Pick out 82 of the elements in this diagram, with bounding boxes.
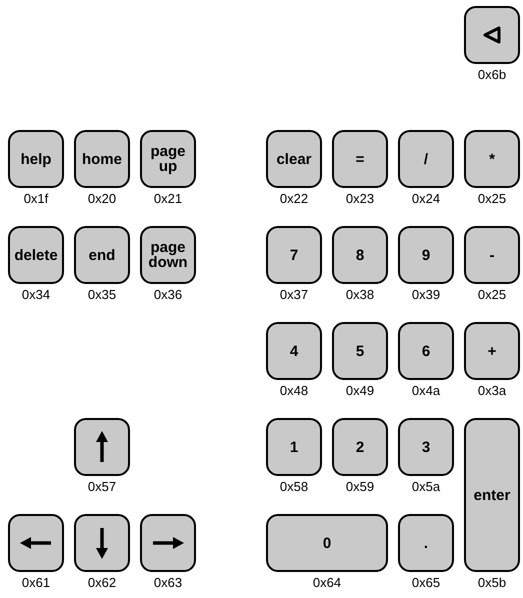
key	[398, 322, 454, 380]
key	[74, 514, 130, 572]
key	[8, 514, 64, 572]
key-code: 0x62	[86, 575, 118, 591]
key-code: 0x57	[86, 479, 118, 495]
key-code: 0x25	[476, 287, 508, 303]
key	[464, 130, 520, 188]
key	[266, 418, 322, 476]
key-label: end	[88, 248, 116, 262]
key	[8, 130, 64, 188]
key	[266, 322, 322, 380]
key	[8, 226, 64, 284]
key-label: delete	[13, 248, 59, 262]
key-label: 5	[354, 344, 366, 358]
key	[464, 418, 520, 572]
key-label: page up	[149, 144, 186, 174]
key-code: 0x23	[344, 191, 376, 207]
key-label: =	[354, 152, 366, 166]
key-label: 8	[354, 248, 366, 262]
key-code: 0x48	[278, 383, 310, 399]
key	[140, 226, 196, 284]
key	[266, 514, 388, 572]
key-label: 3	[420, 440, 432, 454]
key	[398, 226, 454, 284]
key-code: 0x58	[278, 479, 310, 495]
key	[464, 6, 520, 64]
key	[140, 514, 196, 572]
key-code: 0x25	[476, 191, 508, 207]
key-code: 0x22	[278, 191, 310, 207]
key-label: 2	[354, 440, 366, 454]
key-label: +	[486, 344, 498, 358]
key-code: 0x49	[344, 383, 376, 399]
key-label: clear	[275, 152, 313, 166]
key-code: 0x36	[152, 287, 184, 303]
key	[398, 514, 454, 572]
key	[398, 130, 454, 188]
key	[332, 130, 388, 188]
key	[140, 130, 196, 188]
key-label: -	[488, 248, 496, 262]
key-label: home	[80, 152, 123, 166]
key-label: 1	[288, 440, 300, 454]
key-label: /	[422, 152, 430, 166]
key-label: 4	[288, 344, 300, 358]
key-label: *	[488, 152, 496, 166]
key-code: 0x5a	[410, 479, 442, 495]
key	[332, 226, 388, 284]
key	[74, 226, 130, 284]
key-label: enter	[472, 488, 512, 502]
key-code: 0x3a	[476, 383, 508, 399]
key-label: 9	[420, 248, 432, 262]
key	[398, 418, 454, 476]
key-code: 0x63	[152, 575, 184, 591]
key-label: 7	[288, 248, 300, 262]
key	[332, 322, 388, 380]
key-code: 0x34	[20, 287, 52, 303]
key-label: page down	[147, 240, 189, 270]
key-code: 0x39	[410, 287, 442, 303]
key-label: help	[20, 152, 52, 166]
key	[332, 418, 388, 476]
key-label: .	[422, 536, 430, 550]
key-code: 0x5b	[476, 575, 508, 591]
key-label: 0	[322, 536, 332, 550]
key-code: 0x6b	[476, 67, 508, 83]
key-code: 0x37	[278, 287, 310, 303]
key-code: 0x65	[410, 575, 442, 591]
key	[74, 418, 130, 476]
key-code: 0x64	[312, 575, 342, 591]
key-code: 0x20	[86, 191, 118, 207]
key	[74, 130, 130, 188]
key-code: 0x24	[410, 191, 442, 207]
key-code: 0x38	[344, 287, 376, 303]
key-code: 0x59	[344, 479, 376, 495]
key	[464, 322, 520, 380]
key-code: 0x61	[20, 575, 52, 591]
key	[464, 226, 520, 284]
key-label: 6	[420, 344, 432, 358]
key-code: 0x4a	[410, 383, 442, 399]
key-code: 0x21	[152, 191, 184, 207]
key-code: 0x35	[86, 287, 118, 303]
key	[266, 226, 322, 284]
key-code: 0x1f	[22, 191, 50, 207]
key	[266, 130, 322, 188]
